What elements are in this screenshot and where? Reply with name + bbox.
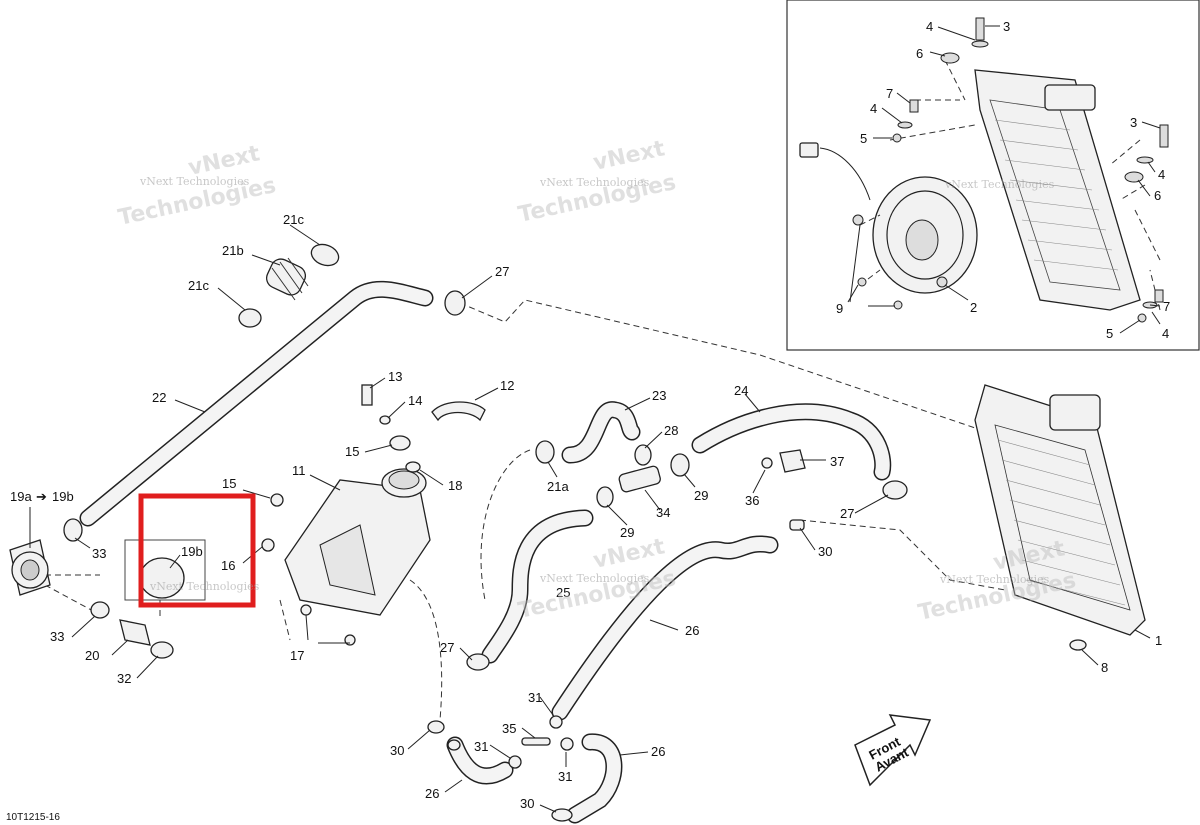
label-30-left: 30 — [390, 743, 404, 758]
thermostat-housing — [9, 539, 51, 596]
label-34: 34 — [656, 505, 670, 520]
label-29-left: 29 — [620, 525, 634, 540]
label-18: 18 — [448, 478, 462, 493]
label-31-left: 31 — [474, 739, 488, 754]
label-22: 22 — [152, 390, 166, 405]
label-26-right: 26 — [651, 744, 665, 759]
label-33-bottom: 33 — [50, 629, 64, 644]
label-27-right: 27 — [840, 506, 854, 521]
hose-24 — [691, 403, 892, 481]
label-17: 17 — [290, 648, 304, 663]
hose-22 — [79, 280, 434, 527]
label-21b: 21b — [222, 243, 244, 258]
watermark-3: vNext Technologies — [539, 572, 650, 585]
label-14: 14 — [408, 393, 422, 408]
label-5-left: 5 — [860, 131, 867, 146]
label-2: 2 — [970, 300, 977, 315]
watermark-3-small: vNext — [591, 534, 667, 574]
front-arrow: Front Avant — [854, 714, 932, 787]
inset-radiator — [974, 69, 1141, 311]
label-37: 37 — [830, 454, 844, 469]
label-9: 9 — [836, 301, 843, 316]
watermarks: vNext Technologies Technologies vNext vN… — [116, 136, 1078, 626]
hose-clamps — [63, 290, 908, 822]
label-15-lower: 15 — [222, 476, 236, 491]
label-5-right: 5 — [1106, 326, 1113, 341]
label-26-long: 26 — [685, 623, 699, 638]
hose-23 — [561, 401, 641, 464]
label-6-right: 6 — [1154, 188, 1161, 203]
label-11: 11 — [292, 463, 306, 478]
hose-26-left — [446, 736, 514, 785]
label-27-top: 27 — [495, 264, 509, 279]
label-12: 12 — [500, 378, 514, 393]
label-15-upper: 15 — [345, 444, 359, 459]
hose-26-long — [551, 535, 779, 721]
label-30-right: 30 — [818, 544, 832, 559]
label-7-left: 7 — [886, 86, 893, 101]
label-1: 1 — [1155, 633, 1162, 648]
watermark-4: vNext Technologies — [149, 580, 260, 593]
part-labels: 21c 21b 21c 22 27 19a ➔ 19b 33 33 20 32 … — [10, 19, 1170, 811]
label-19a: 19a — [10, 489, 32, 504]
label-7-right: 7 — [1163, 299, 1170, 314]
label-31-top: 31 — [528, 690, 542, 705]
label-35: 35 — [502, 721, 516, 736]
label-25: 25 — [556, 585, 570, 600]
label-36: 36 — [745, 493, 759, 508]
hose-25 — [481, 509, 594, 664]
label-32: 32 — [117, 671, 131, 686]
label-4-left: 4 — [870, 101, 877, 116]
diagram-code: 10T1215-16 — [6, 812, 60, 823]
label-24: 24 — [734, 383, 748, 398]
highlight-box — [138, 493, 256, 608]
hose-21-parts — [238, 243, 340, 328]
thermostat-box — [124, 539, 206, 601]
label-23: 23 — [652, 388, 666, 403]
label-4-bottom: 4 — [1162, 326, 1169, 341]
leader-lines — [29, 224, 1151, 813]
watermark-1: vNext Technologies — [139, 175, 250, 188]
main-radiator — [974, 384, 1146, 651]
label-31-bottom: 31 — [558, 769, 572, 784]
watermark-2-small: vNext — [591, 136, 667, 176]
label-28: 28 — [664, 423, 678, 438]
label-26-left: 26 — [425, 786, 439, 801]
label-4-top: 4 — [926, 19, 933, 34]
label-13: 13 — [388, 369, 402, 384]
watermark-6: vNext Technologies — [944, 178, 1055, 191]
label-29-right: 29 — [694, 488, 708, 503]
label-6-left: 6 — [916, 46, 923, 61]
expansion-tank — [261, 384, 486, 646]
hose-26-right — [566, 733, 623, 824]
label-21a: 21a — [547, 479, 569, 494]
label-3-top: 3 — [1003, 19, 1010, 34]
label-19b-header: 19b — [52, 489, 74, 504]
label-21c-bottom: 21c — [188, 278, 209, 293]
label-4-right: 4 — [1158, 167, 1165, 182]
label-30-bottom: 30 — [520, 796, 534, 811]
watermark-2: vNext Technologies — [539, 176, 650, 189]
label-3-right: 3 — [1130, 115, 1137, 130]
watermark-5: vNext Technologies — [939, 573, 1050, 586]
label-33-top: 33 — [92, 546, 106, 561]
inset-fan — [799, 142, 978, 294]
inset-frame — [786, 0, 1200, 351]
label-19b: 19b — [181, 544, 203, 559]
label-20: 20 — [85, 648, 99, 663]
label-21c-top: 21c — [283, 212, 304, 227]
label-16: 16 — [221, 558, 235, 573]
label-27-lower: 27 — [440, 640, 454, 655]
label-8: 8 — [1101, 660, 1108, 675]
label-19a-arrow: ➔ — [36, 489, 47, 504]
inset-fasteners — [852, 17, 1169, 323]
